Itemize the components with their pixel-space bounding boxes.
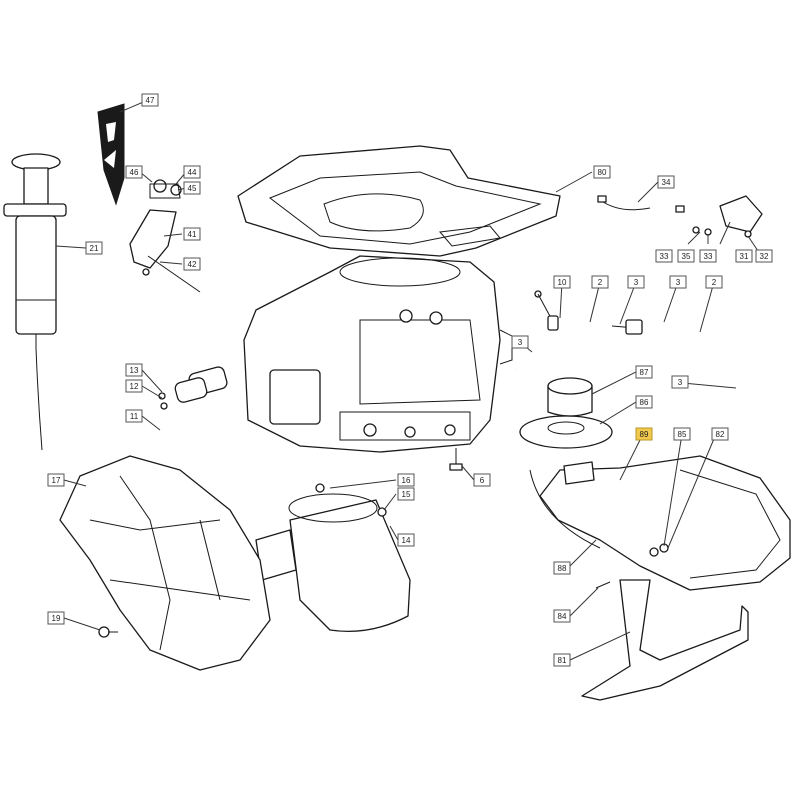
fuel-cap bbox=[547, 377, 593, 417]
callout-label: 33 bbox=[704, 252, 713, 261]
callout-label: 16 bbox=[402, 476, 411, 485]
callout-label: 10 bbox=[558, 278, 567, 287]
exhaust-pipe bbox=[155, 366, 331, 524]
callout-label: 21 bbox=[90, 244, 99, 253]
callout-label: 15 bbox=[402, 490, 411, 499]
fuel-decal-icon bbox=[97, 103, 125, 206]
callout-label: 87 bbox=[640, 368, 649, 377]
callout-19: 19 bbox=[47, 611, 65, 625]
callout-11: 11 bbox=[125, 409, 143, 423]
fuel-tank bbox=[529, 455, 791, 591]
callout-label: 2 bbox=[712, 278, 717, 287]
callout-label: 11 bbox=[130, 412, 139, 421]
callout-81: 81 bbox=[553, 653, 571, 667]
callout-label: 32 bbox=[760, 252, 769, 261]
callout-85: 85 bbox=[673, 427, 691, 441]
callout-label: 82 bbox=[716, 430, 725, 439]
callout-2b: 2 bbox=[705, 275, 723, 289]
callout-label: 80 bbox=[598, 168, 607, 177]
callout-label: 12 bbox=[130, 382, 139, 391]
callout-label: 31 bbox=[740, 252, 749, 261]
throttle-bracket bbox=[129, 179, 201, 293]
callout-3a: 3 bbox=[627, 275, 645, 289]
callout-label: 47 bbox=[146, 96, 155, 105]
filler-neck-ring bbox=[519, 415, 613, 449]
engine-top-shroud bbox=[237, 145, 561, 257]
callout-14: 14 bbox=[397, 533, 415, 547]
callout-84: 84 bbox=[553, 609, 571, 623]
callout-88: 88 bbox=[553, 561, 571, 575]
muffler bbox=[255, 483, 411, 633]
callout-41: 41 bbox=[183, 227, 201, 241]
callout-label: 81 bbox=[558, 656, 567, 665]
callout-31: 31 bbox=[735, 249, 753, 263]
callout-label: 41 bbox=[188, 230, 197, 239]
callout-89: 89 bbox=[635, 427, 653, 441]
callout-6: 6 bbox=[473, 473, 491, 487]
callout-82: 82 bbox=[711, 427, 729, 441]
callout-label: 34 bbox=[662, 178, 671, 187]
callout-label: 89 bbox=[640, 430, 649, 439]
callout-label: 13 bbox=[130, 366, 139, 375]
callout-21: 21 bbox=[85, 241, 103, 255]
callout-10: 10 bbox=[553, 275, 571, 289]
callout-86: 86 bbox=[635, 395, 653, 409]
callout-16: 16 bbox=[397, 473, 415, 487]
callout-label: 42 bbox=[188, 260, 197, 269]
callout-87: 87 bbox=[635, 365, 653, 379]
callout-label: 44 bbox=[188, 168, 197, 177]
callout-label: 46 bbox=[130, 168, 139, 177]
callout-label: 3 bbox=[518, 338, 523, 347]
callout-label: 85 bbox=[678, 430, 687, 439]
callout-3d: 3 bbox=[671, 375, 689, 389]
callout-32: 32 bbox=[755, 249, 773, 263]
callout-15: 15 bbox=[397, 487, 415, 501]
callout-label: 45 bbox=[188, 184, 197, 193]
callout-label: 2 bbox=[598, 278, 603, 287]
callout-label: 14 bbox=[402, 536, 411, 545]
callout-47: 47 bbox=[141, 93, 159, 107]
callout-label: 86 bbox=[640, 398, 649, 407]
callout-label: 17 bbox=[52, 476, 61, 485]
callout-label: 19 bbox=[52, 614, 61, 623]
callout-label: 3 bbox=[676, 278, 681, 287]
callout-45: 45 bbox=[183, 181, 201, 195]
callout-33a: 33 bbox=[655, 249, 673, 263]
callout-34: 34 bbox=[657, 175, 675, 189]
callout-2a: 2 bbox=[591, 275, 609, 289]
heat-shield bbox=[59, 455, 271, 671]
callout-3c: 3 bbox=[511, 335, 529, 349]
callout-17: 17 bbox=[47, 473, 65, 487]
callout-44: 44 bbox=[183, 165, 201, 179]
callout-80: 80 bbox=[593, 165, 611, 179]
callout-3b: 3 bbox=[669, 275, 687, 289]
callout-label: 84 bbox=[558, 612, 567, 621]
callout-33b: 33 bbox=[699, 249, 717, 263]
callout-label: 3 bbox=[634, 278, 639, 287]
fuel-line-assembly bbox=[515, 195, 763, 391]
callout-35: 35 bbox=[677, 249, 695, 263]
callout-label: 3 bbox=[678, 378, 683, 387]
callout-42: 42 bbox=[183, 257, 201, 271]
callout-label: 35 bbox=[682, 252, 691, 261]
callout-label: 33 bbox=[660, 252, 669, 261]
callout-label: 88 bbox=[558, 564, 567, 573]
leader-lines bbox=[55, 99, 761, 661]
callout-13: 13 bbox=[125, 363, 143, 377]
syringe-icon bbox=[3, 153, 67, 451]
callout-label: 6 bbox=[480, 476, 485, 485]
tank-bracket bbox=[581, 579, 749, 701]
callout-46: 46 bbox=[125, 165, 143, 179]
engine-mount-bolt bbox=[449, 448, 463, 471]
engine-block bbox=[243, 255, 513, 453]
heat-shield-clip bbox=[98, 626, 118, 638]
callout-12: 12 bbox=[125, 379, 143, 393]
